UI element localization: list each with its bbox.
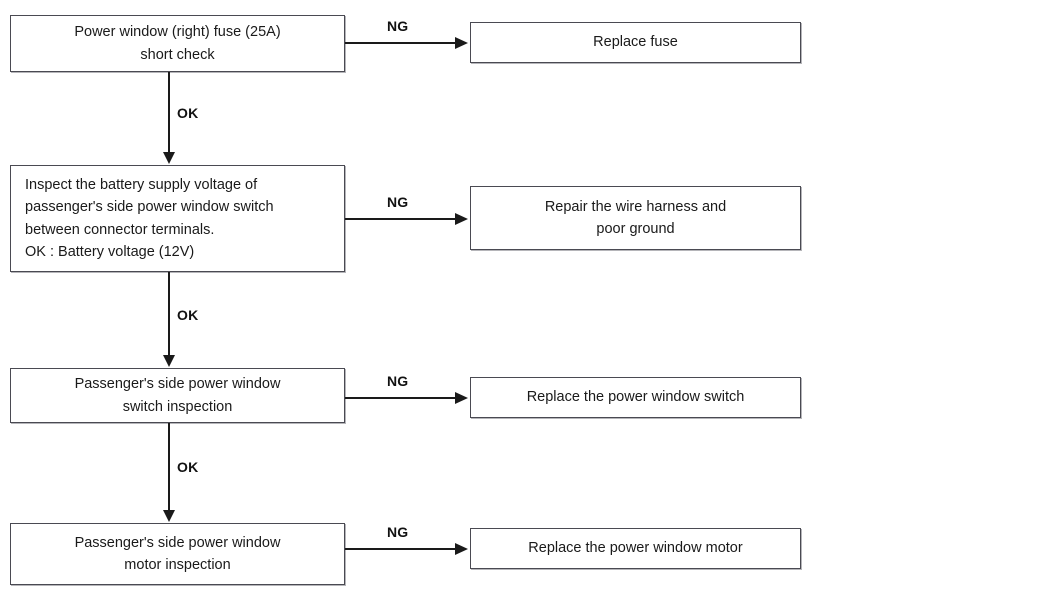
check-node-step-2-label: Inspect the battery supply voltage of pa… <box>25 176 274 260</box>
edge-line-step-3-fail <box>345 397 457 399</box>
edge-line-step-2-pass <box>168 272 170 356</box>
edge-arrow-step-2-fail <box>455 212 468 225</box>
check-node-step-3: Passenger's side power window switch ins… <box>10 368 345 423</box>
action-node-step-1: Replace fuse <box>470 22 801 63</box>
action-node-step-3-label: Replace the power window switch <box>526 389 745 406</box>
action-node-step-2: Repair the wire harness and poor ground <box>470 186 801 250</box>
check-node-step-1-label: Power window (right) fuse (25A) short ch… <box>74 24 281 63</box>
action-node-step-2-label: Repair the wire harness and poor ground <box>544 198 727 237</box>
edge-line-step-1-fail <box>345 42 457 44</box>
edge-line-step-3-pass <box>168 423 170 511</box>
edge-line-step-2-fail <box>345 218 457 220</box>
edge-line-step-1-pass <box>168 72 170 153</box>
edge-arrow-step-4-fail <box>455 542 468 555</box>
action-node-step-1-label: Replace fuse <box>593 34 678 51</box>
action-node-step-4: Replace the power window motor <box>470 528 801 569</box>
check-node-step-1: Power window (right) fuse (25A) short ch… <box>10 15 345 72</box>
action-node-step-4-label: Replace the power window motor <box>528 540 743 557</box>
edge-label-step-2-pass: OK <box>177 307 199 323</box>
check-node-step-2: Inspect the battery supply voltage of pa… <box>10 165 345 272</box>
edge-arrow-step-3-pass <box>163 510 175 522</box>
check-node-step-4: Passenger's side power window motor insp… <box>10 523 345 585</box>
edge-label-step-3-pass: OK <box>177 459 199 475</box>
action-node-step-3: Replace the power window switch <box>470 377 801 418</box>
edge-arrow-step-2-pass <box>163 355 175 367</box>
edge-arrow-step-3-fail <box>455 391 468 404</box>
edge-label-step-4-fail: NG <box>387 524 409 540</box>
edge-label-step-2-fail: NG <box>387 194 409 210</box>
edge-label-step-3-fail: NG <box>387 373 409 389</box>
edge-arrow-step-1-pass <box>163 152 175 164</box>
edge-label-step-1-fail: NG <box>387 18 409 34</box>
check-node-step-3-label: Passenger's side power window switch ins… <box>74 376 281 415</box>
edge-line-step-4-fail <box>345 548 457 550</box>
edge-arrow-step-1-fail <box>455 36 468 49</box>
check-node-step-4-label: Passenger's side power window motor insp… <box>74 534 281 573</box>
edge-label-step-1-pass: OK <box>177 105 199 121</box>
